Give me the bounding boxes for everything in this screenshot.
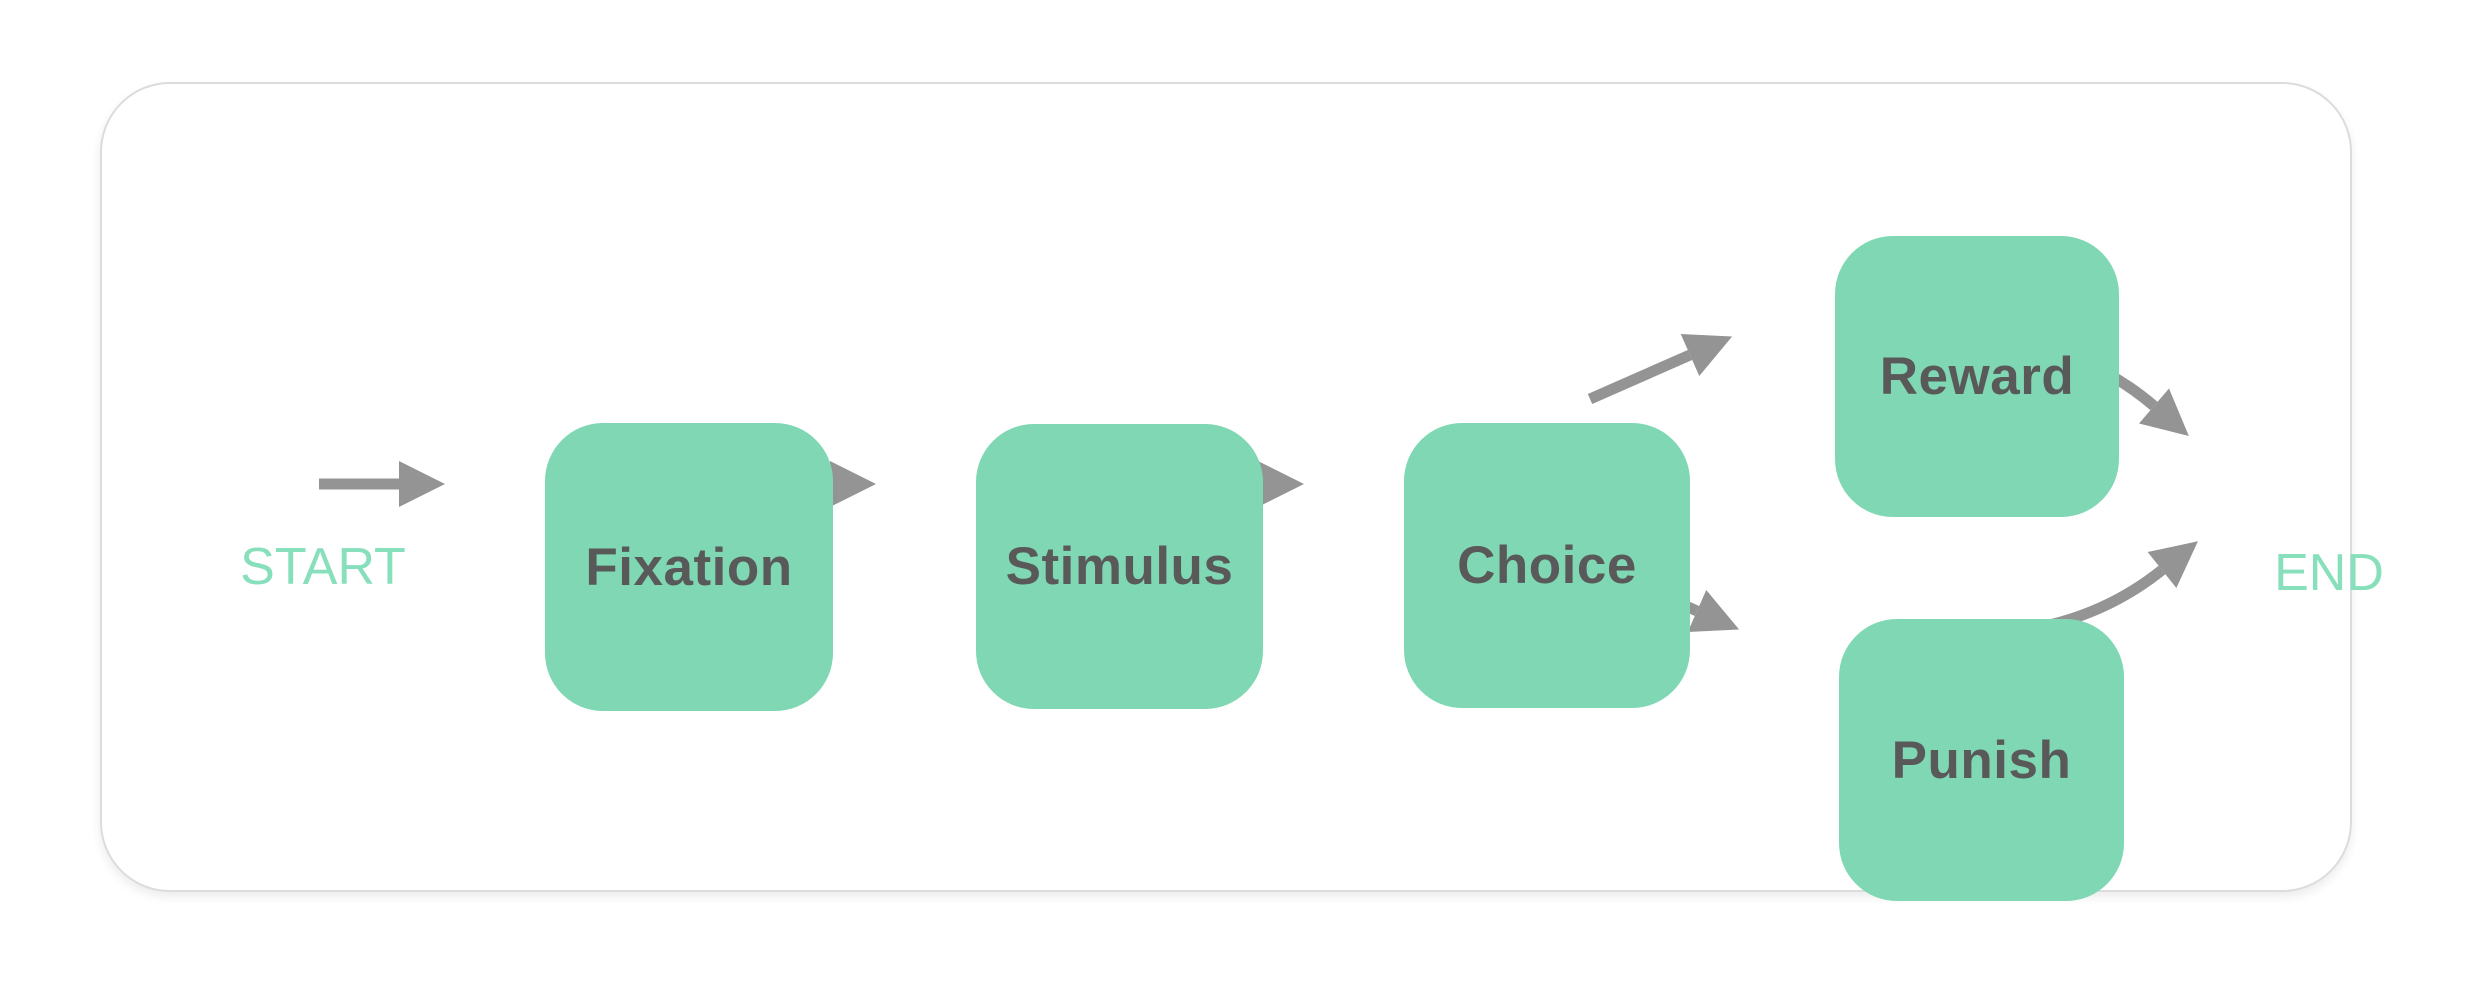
node-reward[interactable]: Reward: [1835, 236, 2119, 517]
node-punish[interactable]: Punish: [1839, 619, 2124, 901]
edge-choice-reward: [1587, 333, 1733, 405]
node-stimulus[interactable]: Stimulus: [976, 424, 1263, 709]
node-fixation[interactable]: Fixation: [545, 423, 833, 711]
start-label: START: [240, 538, 406, 596]
end-label: END: [2274, 544, 2384, 602]
diagram-card: START Fixation Stimulus Choice Reward Pu…: [100, 82, 2384, 901]
node-choice[interactable]: Choice: [1404, 423, 1690, 708]
